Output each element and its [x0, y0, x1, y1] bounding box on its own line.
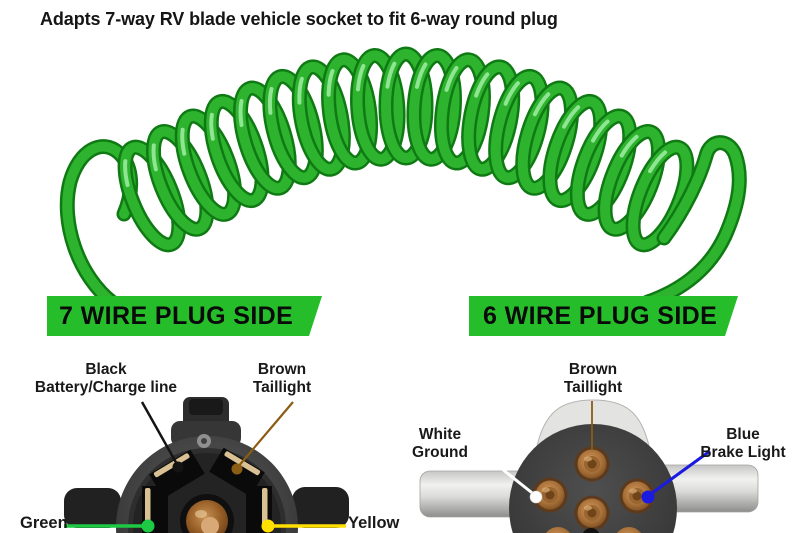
right-wing-tab	[292, 487, 349, 528]
taillight6-label-function: Taillight	[563, 379, 623, 396]
black-dot	[172, 461, 184, 473]
center-pin	[180, 494, 234, 533]
green-dot	[141, 519, 155, 533]
blade-green-wire	[145, 488, 151, 530]
ground-label-function: Ground	[412, 444, 468, 461]
battery-label-function: Battery/Charge line	[34, 379, 178, 396]
banner-right-label: 6 WIRE PLUG SIDE	[483, 302, 718, 330]
seven-way-body	[64, 397, 349, 533]
screw-head	[197, 434, 211, 448]
page-title: Adapts 7-way RV blade vehicle socket to …	[40, 9, 558, 29]
brake-label-function: Brake Light	[700, 444, 786, 461]
top-metal-collar	[536, 399, 650, 447]
blade-slot-left	[142, 486, 168, 533]
taillight7-label-color: Brown	[257, 361, 307, 378]
taillight7-label-function: Taillight	[252, 379, 312, 396]
pin-bottom-right-partial	[617, 527, 641, 533]
brake-light-label: Blue Brake Light	[688, 426, 798, 462]
left-metal-bar	[419, 470, 541, 518]
blue-dot	[641, 490, 655, 504]
seven-way-connector-graphic	[64, 397, 349, 533]
white-dot	[529, 490, 543, 504]
pin-hole-bottom	[582, 528, 600, 533]
blade-slot-right	[246, 486, 272, 533]
pin-center	[574, 495, 610, 531]
brake-label-color: Blue	[726, 426, 760, 443]
banner-left-label: 7 WIRE PLUG SIDE	[59, 302, 294, 330]
leader-lines-7way	[64, 401, 346, 533]
pin-bottom-left-partial	[546, 527, 570, 533]
coiled-cable-graphic	[59, 46, 747, 311]
ground-label: White Ground	[398, 426, 482, 462]
seven-wire-plug-side-banner: 7 WIRE PLUG SIDE	[47, 296, 322, 336]
battery-charge-label: Black Battery/Charge line	[21, 361, 191, 397]
blade-battery	[153, 453, 190, 478]
leader-lines-6way	[486, 401, 711, 504]
white-leader-line	[486, 455, 537, 498]
connector-face	[133, 453, 281, 533]
ground-label-color: White	[418, 426, 462, 443]
six-wire-plug-side-banner: 6 WIRE PLUG SIDE	[469, 296, 738, 336]
green-wire-label: Green	[20, 514, 68, 532]
pin-taillight	[574, 446, 610, 482]
taillight-label-7way: Brown Taillight	[227, 361, 337, 397]
yellow-dot	[261, 519, 275, 533]
top-latch-tab	[183, 397, 229, 433]
pin-ground	[532, 477, 568, 513]
blade-taillight	[224, 451, 261, 476]
brown-dot	[231, 463, 243, 475]
black-leader-line	[140, 401, 180, 467]
blade-slot-top-right	[209, 447, 265, 497]
yellow-wire-label: Yellow	[348, 514, 400, 532]
blade-slot-top-left	[149, 449, 205, 499]
blade-yellow-wire	[262, 488, 268, 530]
battery-label-color: Black	[85, 361, 127, 378]
taillight-label-6way: Brown Taillight	[538, 361, 648, 397]
brown-leader-line	[236, 401, 294, 469]
round-connector-face	[509, 424, 677, 533]
connector-shell	[116, 436, 298, 533]
right-metal-bar	[649, 464, 759, 513]
pin-brake	[619, 478, 655, 514]
six-way-connector-graphic	[419, 399, 759, 533]
taillight6-label-color: Brown	[568, 361, 618, 378]
